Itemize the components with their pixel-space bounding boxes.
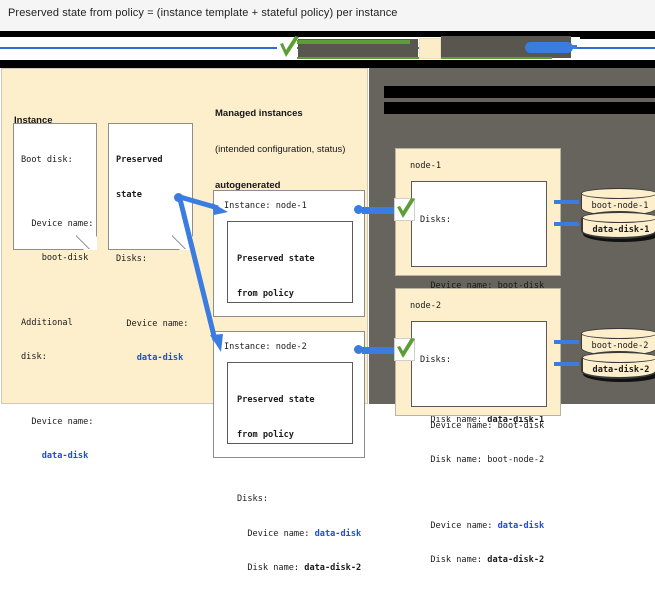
managed-instance-card-1: Instance: node-1 Preserved state from po… — [213, 190, 365, 432]
it-line-3: boot-disk — [21, 253, 89, 263]
node-card-1: node-1 Disks: Device name: boot-disk Dis… — [395, 148, 561, 425]
instance-template-title-line1: Instance — [14, 115, 53, 126]
n1-disks-label: Disks: — [420, 215, 452, 225]
managed-instances-subtitle: (intended configuration, status) — [215, 144, 346, 155]
n2-data-disk-label: Disk name: — [420, 555, 488, 565]
managed-instance-2-label: Instance: node-2 — [224, 342, 307, 352]
disk-label-boot-node-2: boot-node-2 — [591, 341, 649, 351]
connector-node1-boot — [554, 200, 579, 204]
connector-dot-mi2 — [354, 345, 363, 354]
preserved-state-box-1: Preserved state from policy Disks: Devic… — [227, 221, 361, 432]
green-check-icon-node-2 — [397, 338, 415, 358]
ps2-diskname-label: Disk name: — [237, 563, 305, 573]
disk-label-data-disk-1: data-disk-1 — [592, 225, 650, 235]
legend-blue-pill — [525, 42, 573, 53]
managed-instance-1-label: Instance: node-1 — [224, 201, 307, 211]
connector-origin-dot — [174, 193, 183, 202]
green-check-icon-node-1 — [397, 198, 415, 218]
instance-template-card-text: Boot disk: Device name: boot-disk Additi… — [21, 132, 93, 486]
right-header-redaction-1 — [384, 86, 655, 98]
left-panel: Instance template Stateful policy Manage… — [1, 68, 368, 573]
node-1-disks-box: Disks: Device name: boot-disk Disk name:… — [411, 181, 547, 425]
page-title: Preserved state from policy = (instance … — [8, 7, 398, 19]
it-line-6: disk: — [21, 352, 47, 362]
sp-line-5: Device name: — [116, 318, 189, 329]
right-header-redaction-2 — [384, 102, 655, 114]
node-card-2: node-2 Disks: Device name: boot-disk Dis… — [395, 288, 561, 565]
legend-blue-tail — [555, 45, 577, 49]
it-line-8: Device name: — [21, 416, 94, 427]
disk-lid — [582, 352, 655, 363]
stateful-policy-card: Preserved state Disks: Device name: data… — [108, 123, 193, 363]
node-2-name: node-2 — [410, 301, 442, 311]
column-title-managed-instances: Managed instances (intended configuratio… — [215, 84, 345, 216]
n2-boot-disk: Disk name: boot-node-2 — [420, 455, 545, 465]
disk-lid — [582, 212, 655, 223]
ps2-title-1: Preserved state — [237, 395, 315, 405]
green-check-icon — [280, 36, 299, 57]
preserved-state-2-text: Preserved state from policy Disks: Devic… — [237, 372, 361, 598]
doc-fold-corner — [179, 236, 193, 250]
managed-instance-card-2: Instance: node-2 Preserved state from po… — [213, 331, 365, 573]
legend-cream-swatch — [419, 38, 441, 59]
sp-line-6-data-disk: data-disk — [116, 353, 184, 363]
connector-dot-mi1 — [354, 205, 363, 214]
sp-line-3: Disks: — [116, 254, 148, 264]
sp-line-1: state — [116, 189, 142, 200]
managed-instances-title: Managed instances — [215, 108, 303, 119]
caption-bar: Preserved state from policy = (instance … — [0, 0, 655, 31]
legend-redaction-bottom — [0, 60, 655, 68]
connector-node2-data — [554, 362, 579, 366]
stateful-policy-card-text: Preserved state Disks: Device name: data… — [116, 132, 188, 388]
disk-lid — [581, 188, 655, 199]
ps1-title-1: Preserved state — [237, 254, 315, 264]
ps2-disks-label: Disks: — [237, 494, 269, 504]
n2-data-device-value: data-disk — [497, 520, 545, 531]
instance-template-card: Boot disk: Device name: boot-disk Additi… — [13, 123, 97, 461]
n2-data-device-label: Device name: — [420, 520, 498, 531]
legend-green-rule-top — [290, 40, 410, 44]
connector-node2-boot — [554, 340, 579, 344]
legend-redaction-right — [580, 31, 655, 39]
managed-instances-autogenerated: autogenerated — [215, 180, 281, 191]
disk-label-data-disk-2: data-disk-2 — [592, 365, 650, 375]
ps2-diskname-value: data-disk-2 — [304, 563, 362, 573]
node-2-disks-text: Disks: Device name: boot-disk Disk name:… — [420, 332, 544, 590]
disk-cylinder-data-disk-1: data-disk-1 — [581, 211, 655, 239]
right-panel: node-1 Disks: Device name: boot-disk Dis… — [369, 68, 655, 565]
n2-boot-device: Device name: boot-disk — [420, 420, 545, 431]
node-1-name: node-1 — [410, 161, 442, 171]
doc-fold-corner — [83, 236, 97, 250]
sp-line-0: Preserved — [116, 155, 163, 165]
ps2-device-value: data-disk — [314, 528, 362, 539]
it-line-2: Device name: — [21, 218, 94, 229]
n2-data-disk-value: data-disk-2 — [487, 555, 545, 565]
ps2-device-label: Device name: — [237, 528, 315, 539]
it-line-0: Boot disk: — [21, 155, 73, 165]
disk-label-boot-node-1: boot-node-1 — [591, 201, 649, 211]
connector-seg-mi1 — [362, 207, 396, 214]
connector-node1-data — [554, 222, 579, 226]
ps1-title-2: from policy — [237, 288, 294, 299]
legend-strip — [0, 31, 655, 68]
disk-cylinder-data-disk-2: data-disk-2 — [581, 351, 655, 379]
it-line-5: Additional — [21, 317, 73, 328]
n2-disks-label: Disks: — [420, 355, 452, 365]
n1-boot-device: Device name: boot-disk — [420, 280, 545, 291]
ps2-title-2: from policy — [237, 429, 294, 440]
preserved-state-box-2: Preserved state from policy Disks: Devic… — [227, 362, 361, 573]
disk-lid — [581, 328, 655, 339]
connector-seg-mi2 — [362, 347, 396, 354]
node-2-disks-box: Disks: Device name: boot-disk Disk name:… — [411, 321, 547, 565]
it-line-9-data-disk: data-disk — [21, 451, 89, 461]
legend-redaction-top — [0, 31, 655, 37]
